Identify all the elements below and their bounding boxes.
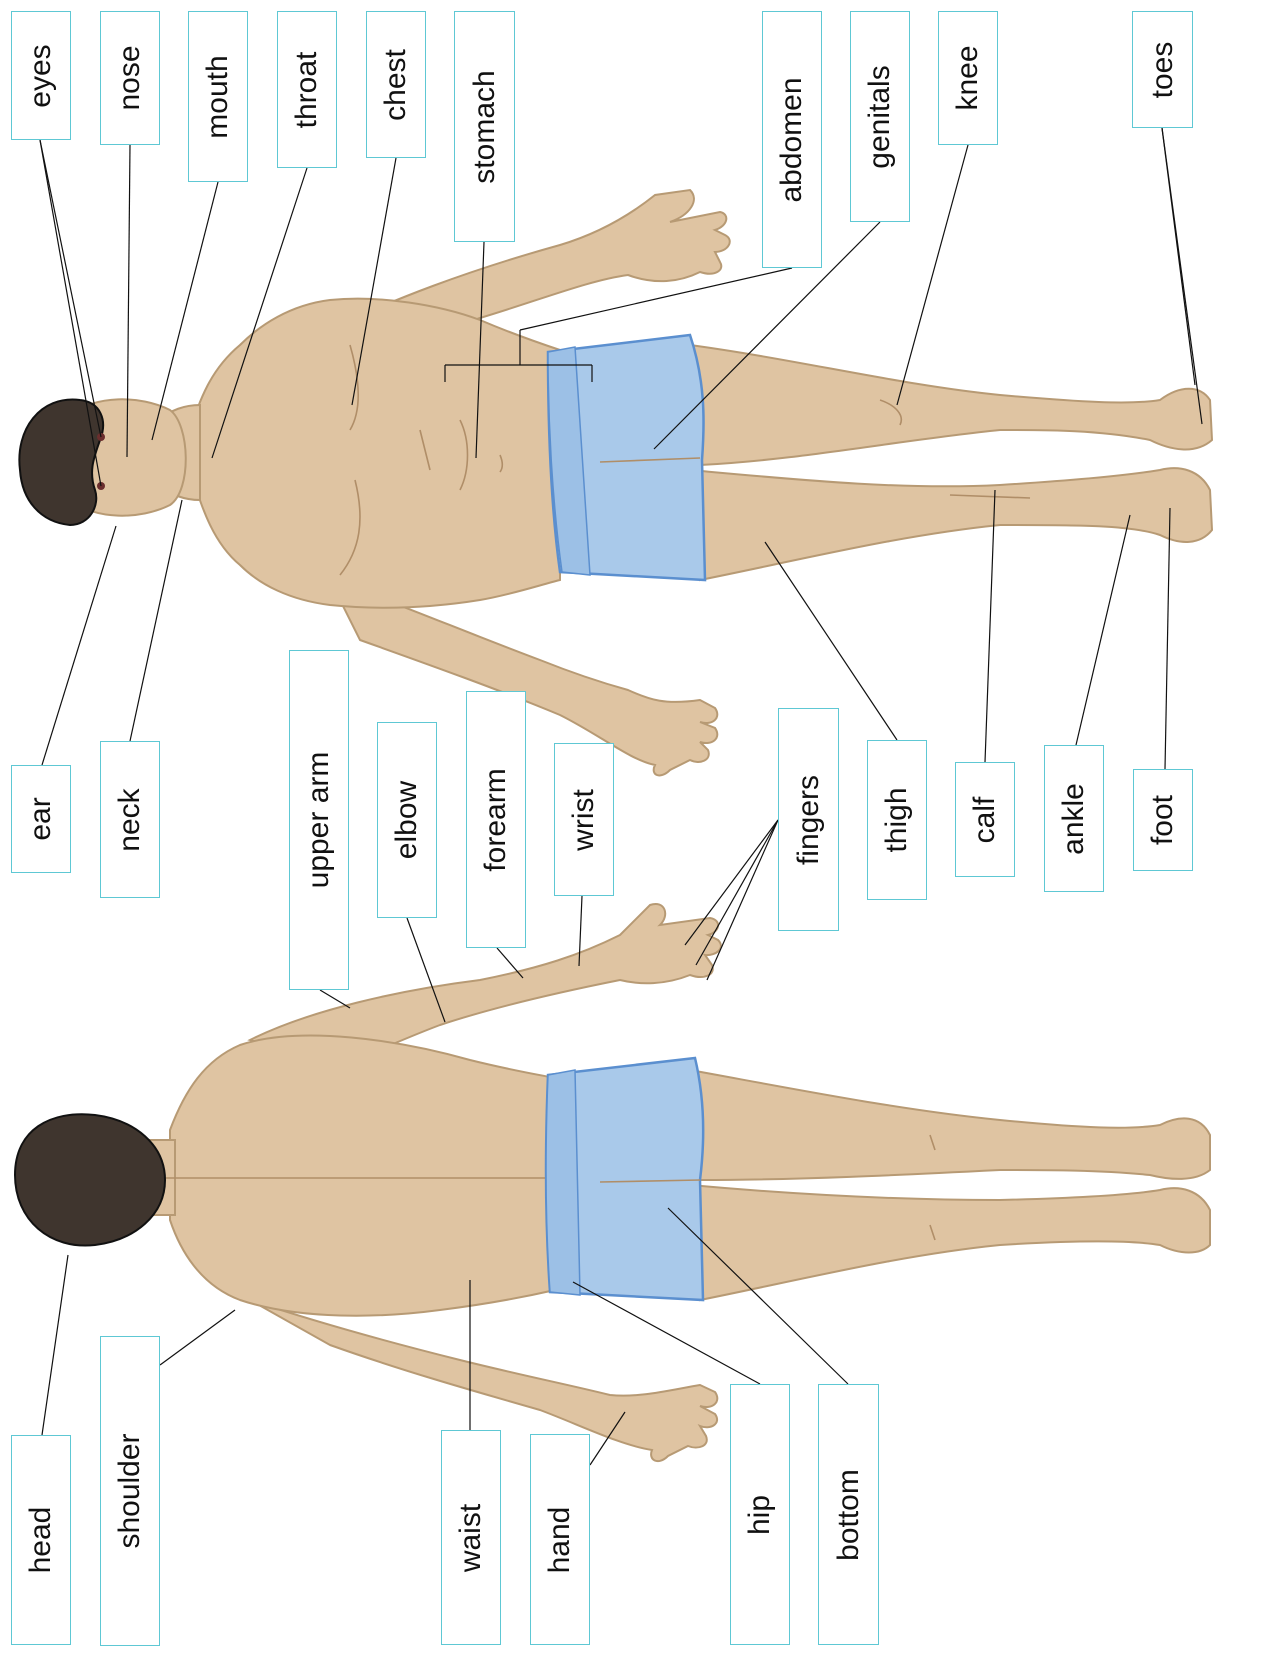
label-genitals: genitals <box>850 11 910 222</box>
label-upper-arm: upper arm <box>289 650 349 990</box>
label-head: head <box>11 1435 71 1645</box>
label-forearm: forearm <box>466 691 526 948</box>
label-elbow: elbow <box>377 722 437 918</box>
label-abdomen: abdomen <box>762 11 822 268</box>
front-figure <box>19 190 1212 775</box>
label-knee: knee <box>938 11 998 145</box>
label-hip: hip <box>730 1384 790 1645</box>
label-neck: neck <box>100 741 160 898</box>
label-stomach: stomach <box>454 11 515 242</box>
label-chest: chest <box>366 11 426 158</box>
back-torso <box>170 1036 555 1316</box>
label-toes: toes <box>1132 11 1193 128</box>
front-torso <box>190 299 560 608</box>
label-foot: foot <box>1133 769 1193 871</box>
label-throat: throat <box>277 11 337 168</box>
back-leg-lower <box>690 1185 1210 1300</box>
label-ear: ear <box>11 765 71 873</box>
label-eyes: eyes <box>11 11 71 140</box>
back-shorts-waistband <box>546 1070 580 1295</box>
back-hair <box>15 1114 165 1245</box>
label-bottom: bottom <box>818 1384 879 1645</box>
label-shoulder: shoulder <box>100 1336 160 1646</box>
front-leg-lower <box>690 468 1212 580</box>
label-thigh: thigh <box>867 740 927 900</box>
label-waist: waist <box>441 1430 501 1645</box>
label-wrist: wrist <box>554 743 614 896</box>
label-nose: nose <box>100 11 160 145</box>
back-figure <box>15 904 1210 1461</box>
back-leg-upper <box>690 1070 1210 1180</box>
front-hair <box>19 400 103 525</box>
label-hand: hand <box>530 1434 590 1645</box>
label-fingers: fingers <box>778 708 839 931</box>
front-leg-upper <box>690 345 1212 465</box>
label-mouth: mouth <box>188 11 248 182</box>
label-ankle: ankle <box>1044 745 1104 892</box>
label-calf: calf <box>955 762 1015 877</box>
